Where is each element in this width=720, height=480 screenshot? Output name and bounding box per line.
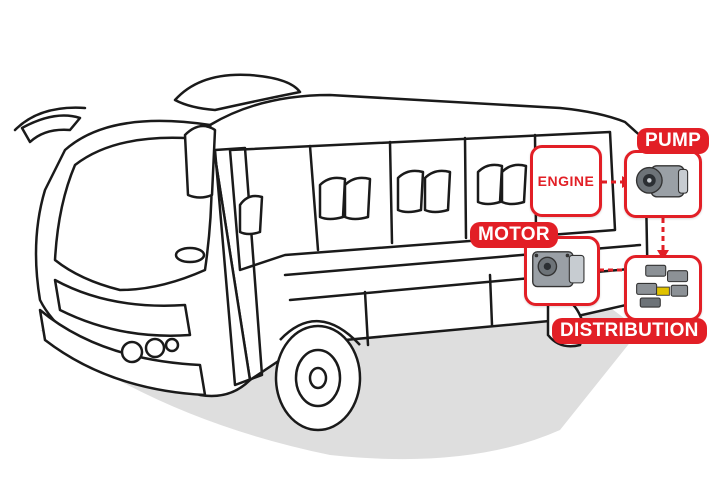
distribution-tag: DISTRIBUTION — [552, 318, 707, 344]
pump-node — [624, 150, 702, 218]
pump-tag: PUMP — [637, 128, 710, 154]
side-mirror-arm — [13, 106, 87, 132]
front-wheel — [274, 319, 362, 432]
engine-label: ENGINE — [537, 173, 595, 189]
windshield — [53, 136, 213, 292]
headlight-right — [144, 337, 166, 359]
front-bumper — [38, 308, 207, 397]
side-mirror — [20, 114, 82, 144]
door — [213, 146, 264, 387]
headlight-small — [164, 337, 180, 353]
hydraulic-motor-icon — [532, 251, 585, 288]
motor-tag: MOTOR — [470, 222, 558, 248]
engine-node: ENGINE — [530, 145, 602, 217]
distribution-node — [624, 255, 702, 321]
front-grille — [53, 278, 192, 337]
headlight-left — [120, 340, 144, 364]
roof-hatch — [173, 73, 302, 112]
gear-pump-icon — [635, 165, 689, 198]
front-mirror — [183, 124, 217, 199]
valve-block-icon — [636, 264, 689, 308]
